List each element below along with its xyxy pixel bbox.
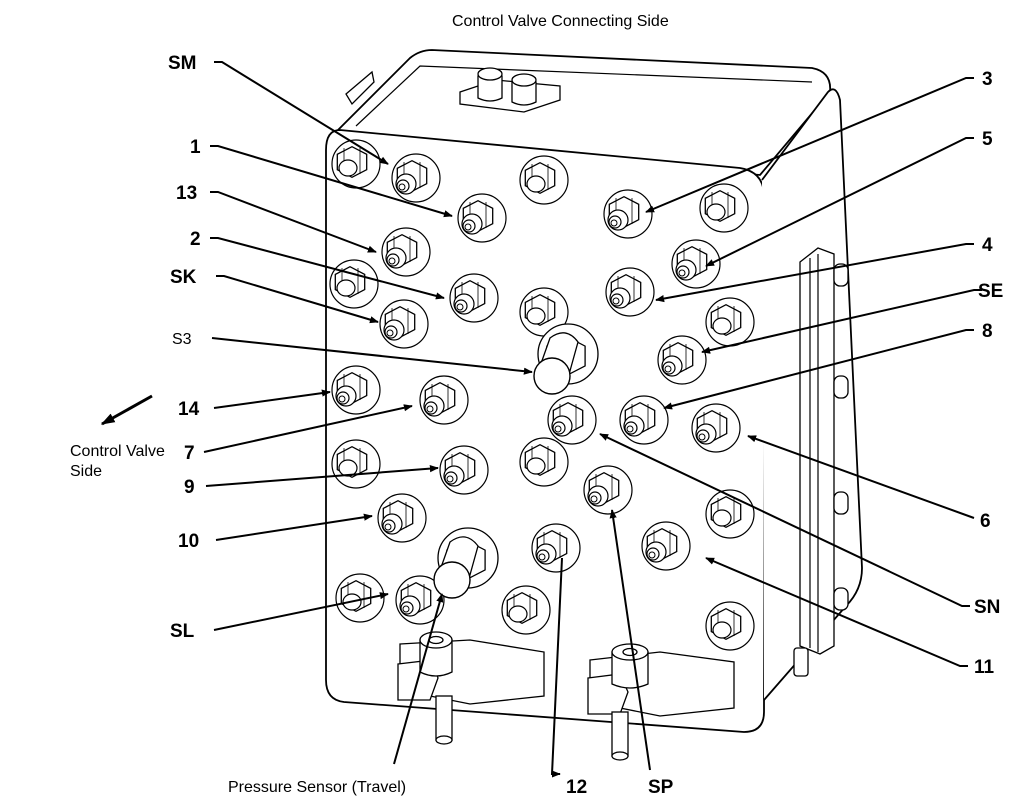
valve-block-body xyxy=(325,49,863,733)
fitting-7 xyxy=(381,227,431,277)
label-SN: SN xyxy=(974,597,1000,618)
mounting-foot-right xyxy=(587,643,735,761)
leader-SK xyxy=(216,275,379,324)
plug-32 xyxy=(705,601,755,651)
plug-4 xyxy=(519,155,569,205)
leader-10 xyxy=(215,513,373,541)
fitting-2 xyxy=(391,153,441,203)
fitting-30 xyxy=(395,575,445,625)
label-9: 9 xyxy=(184,477,195,498)
label-11: 11 xyxy=(974,657,995,678)
leader-1 xyxy=(210,145,453,218)
fitting-17 xyxy=(419,375,469,425)
leader-SL xyxy=(213,592,389,631)
plug-21 xyxy=(331,439,381,489)
leader-pressure-sensor xyxy=(393,593,444,765)
leader-9 xyxy=(205,465,439,487)
label-4: 4 xyxy=(982,235,993,256)
plug-1 xyxy=(331,139,381,189)
plug-31 xyxy=(501,585,551,635)
control-valve-side-arrow xyxy=(100,394,153,426)
top-connector xyxy=(459,67,561,113)
fitting-8 xyxy=(671,239,721,289)
fitting-26 xyxy=(531,523,581,573)
bottom-caption: Pressure Sensor (Travel) xyxy=(228,779,406,796)
leader-SM xyxy=(214,61,389,165)
fitting-27 xyxy=(641,521,691,571)
label-SP: SP xyxy=(648,777,674,798)
fitting-18 xyxy=(547,395,597,445)
plug-11 xyxy=(519,287,569,337)
pressure-sensor-travel xyxy=(433,527,499,599)
label-SM: SM xyxy=(168,53,197,74)
fitting-12 xyxy=(605,267,655,317)
leader-lines xyxy=(100,61,982,778)
fitting-24 xyxy=(583,465,633,515)
leader-SN xyxy=(599,433,970,607)
mounting-rail-right xyxy=(793,247,849,677)
fitting-22 xyxy=(439,445,489,495)
label-6: 6 xyxy=(980,511,991,532)
fitting-15 xyxy=(657,335,707,385)
label-14: 14 xyxy=(178,399,200,420)
fitting-5 xyxy=(603,189,653,239)
leader-13 xyxy=(210,191,377,253)
fitting-10 xyxy=(449,273,499,323)
label-SL: SL xyxy=(170,621,195,642)
plug-28 xyxy=(705,489,755,539)
leader-7 xyxy=(203,404,413,453)
top-caption: Control Valve Connecting Side xyxy=(452,13,669,30)
fitting-3 xyxy=(457,193,507,243)
fitting-19 xyxy=(619,395,669,445)
pressure-sensor-S3 xyxy=(533,323,599,395)
label-1: 1 xyxy=(190,137,201,158)
leader-6 xyxy=(747,435,975,519)
fitting-25 xyxy=(377,493,427,543)
fitting-14 xyxy=(379,299,429,349)
label-7: 7 xyxy=(184,443,195,464)
leader-SE xyxy=(701,289,982,354)
plug-9 xyxy=(329,259,379,309)
side-caption-line-2: Side xyxy=(70,463,102,480)
leader-8 xyxy=(663,329,974,410)
leader-S3 xyxy=(211,337,533,375)
side-caption-line-1: Control Valve xyxy=(70,443,165,460)
plug-29 xyxy=(335,573,385,623)
label-SK: SK xyxy=(170,267,197,288)
label-SE: SE xyxy=(978,281,1003,302)
leader-4 xyxy=(655,243,974,303)
mounting-foot-left xyxy=(397,631,545,745)
plug-23 xyxy=(519,437,569,487)
labels: Control Valve Connecting Side Control Va… xyxy=(70,13,1003,798)
label-8: 8 xyxy=(982,321,993,342)
leader-12 xyxy=(550,557,563,778)
leader-SP xyxy=(609,509,651,771)
leader-14 xyxy=(213,389,331,409)
plug-13 xyxy=(705,297,755,347)
label-5: 5 xyxy=(982,129,993,150)
label-13: 13 xyxy=(176,183,197,204)
leader-3 xyxy=(645,77,974,213)
leader-11 xyxy=(705,557,968,667)
leader-2 xyxy=(210,237,445,300)
label-12: 12 xyxy=(566,777,587,798)
fitting-16 xyxy=(331,365,381,415)
plug-6 xyxy=(699,183,749,233)
label-S3: S3 xyxy=(172,331,192,348)
leader-5 xyxy=(705,137,974,267)
label-2: 2 xyxy=(190,229,201,250)
fittings-group xyxy=(329,139,755,651)
fitting-20 xyxy=(691,403,741,453)
label-10: 10 xyxy=(178,531,199,552)
label-3: 3 xyxy=(982,69,993,90)
